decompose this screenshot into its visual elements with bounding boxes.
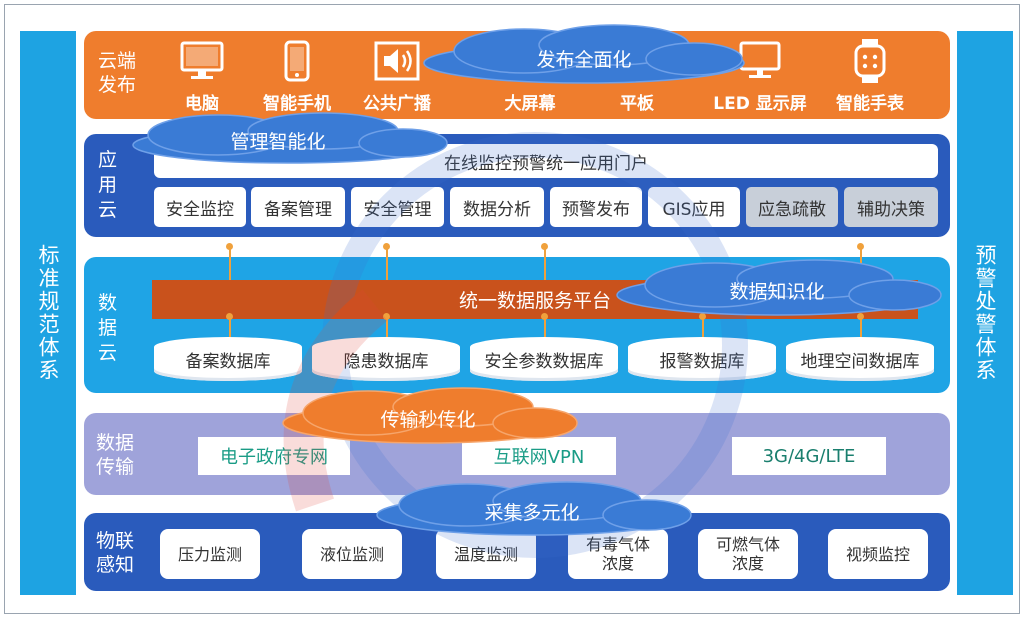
cloud-knowledge-text: 数据知识化 — [729, 280, 825, 303]
app-module: 安全管理 — [351, 187, 444, 227]
app-module: 辅助决策 — [844, 187, 938, 227]
database-cylinder: 备案数据库 — [154, 337, 302, 381]
database-cylinder: 报警数据库 — [628, 337, 776, 381]
channel-mobile-network: 3G/4G/LTE — [732, 437, 886, 475]
connector-dot — [226, 313, 233, 320]
iot-sensing-label: 物联 感知 — [96, 530, 135, 576]
sensor-toxic-gas: 有毒气体 浓度 — [568, 529, 668, 579]
channel-internet-vpn: 互联网VPN — [462, 437, 616, 475]
database-cylinder: 地理空间数据库 — [786, 337, 934, 381]
connector-line — [860, 245, 862, 280]
device-label: 智能手表 — [836, 94, 904, 114]
device-tablet: 平板 — [589, 37, 685, 114]
device-label: 电脑 — [185, 94, 219, 114]
connector-dot — [541, 313, 548, 320]
sensor-liquid-level: 液位监测 — [302, 529, 402, 579]
connector-line — [386, 319, 388, 341]
connector-dot — [699, 313, 706, 320]
computer-icon — [179, 37, 225, 85]
app-module: GIS应用 — [648, 187, 740, 227]
connector-line — [544, 245, 546, 280]
cloud-collect-text: 采集多元化 — [484, 501, 580, 524]
connector-line — [386, 245, 388, 280]
iot-sensing-layer: 物联 感知 压力监测 液位监测 温度监测 有毒气体 浓度 可燃气体 浓度 视频监… — [84, 513, 950, 591]
device-public-broadcast: 公共广播 — [349, 37, 445, 114]
alarm-handling-system-bar: 预警处警体系 — [957, 31, 1013, 595]
connector-dot — [383, 313, 390, 320]
cloud-transmit-bubble: 传输秒传化 — [273, 385, 583, 451]
connector-dot — [383, 243, 390, 250]
cloud-manage-bubble: 管理智能化 — [123, 109, 453, 171]
speaker-icon — [374, 37, 420, 85]
data-cloud-label: 数 据 云 — [98, 292, 118, 364]
cloud-publish-bubble: 发布全面化 — [414, 23, 754, 93]
cloud-publish-label: 云端 发布 — [98, 50, 137, 96]
device-label: 智能手机 — [263, 94, 331, 114]
connector-dot — [541, 243, 548, 250]
app-module: 备案管理 — [251, 187, 345, 227]
connector-dot — [857, 243, 864, 250]
sensor-combustible-gas: 可燃气体 浓度 — [698, 529, 798, 579]
sensor-pressure: 压力监测 — [160, 529, 260, 579]
smartwatch-icon — [853, 37, 887, 85]
connector-dot — [226, 243, 233, 250]
device-label: 大屏幕 — [504, 94, 556, 114]
device-label: 平板 — [620, 94, 654, 114]
device-label: LED 显示屏 — [713, 94, 807, 114]
device-big-screen: 大屏幕 — [482, 37, 578, 114]
cloud-publish-text: 发布全面化 — [536, 48, 632, 71]
device-label: 公共广播 — [363, 94, 431, 114]
sensor-video: 视频监控 — [828, 529, 928, 579]
connector-line — [860, 319, 862, 341]
cloud-transmit-text: 传输秒传化 — [380, 408, 476, 431]
connector-line — [702, 319, 704, 341]
connector-line — [544, 319, 546, 341]
channel-e-government-network: 电子政府专网 — [198, 437, 350, 475]
app-module: 预警发布 — [550, 187, 642, 227]
standards-system-label: 标准规范体系 — [36, 244, 60, 382]
alarm-handling-system-label: 预警处警体系 — [973, 244, 997, 382]
connector-line — [229, 245, 231, 280]
device-smartphone: 智能手机 — [249, 37, 345, 114]
standards-system-bar: 标准规范体系 — [20, 31, 76, 595]
device-smartwatch: 智能手表 — [822, 37, 918, 114]
sensor-temperature: 温度监测 — [436, 529, 536, 579]
app-module: 应急疏散 — [746, 187, 838, 227]
database-cylinder: 安全参数数据库 — [470, 337, 618, 381]
cloud-collect-bubble: 采集多元化 — [367, 479, 697, 543]
smartphone-icon — [284, 37, 310, 85]
connector-dot — [857, 313, 864, 320]
application-cloud-label: 应 用 云 — [98, 149, 118, 221]
diagram-frame: 标准规范体系 预警处警体系 云端 发布 电脑 智能手机 公共广播 大屏幕 — [4, 4, 1020, 614]
cloud-manage-text: 管理智能化 — [230, 130, 326, 153]
data-transmission-label: 数据 传输 — [96, 432, 135, 478]
app-module: 安全监控 — [154, 187, 246, 227]
device-computer: 电脑 — [154, 37, 250, 114]
connector-line — [229, 319, 231, 341]
database-cylinder: 隐患数据库 — [312, 337, 460, 381]
cloud-knowledge-bubble: 数据知识化 — [605, 257, 949, 323]
app-module: 数据分析 — [450, 187, 544, 227]
